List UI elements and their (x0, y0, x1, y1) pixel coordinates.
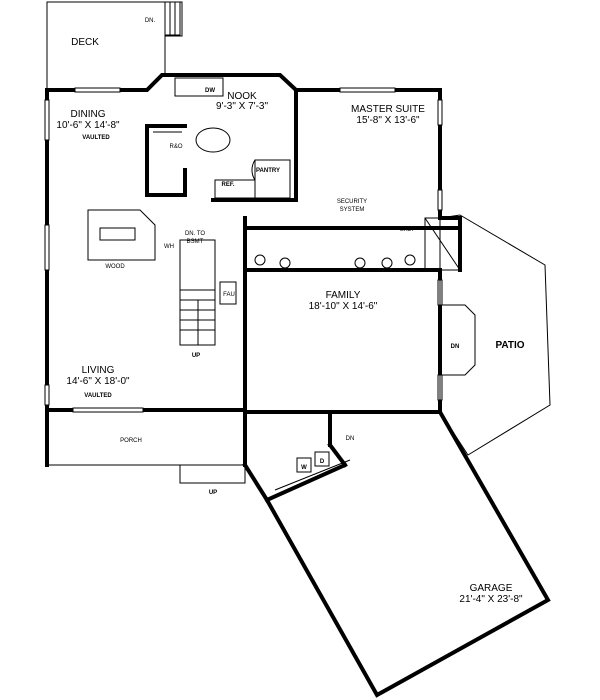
dining-label: DINING (71, 109, 106, 120)
washer-label: W (301, 465, 307, 471)
stair-up-label: UP (192, 353, 200, 359)
deck (46, 1, 183, 90)
range-label: R&O (169, 144, 182, 150)
patio (439, 214, 551, 456)
laundry (274, 451, 351, 491)
dn-bsmt-label-2: BSMT (187, 239, 204, 245)
dining-vaulted: VAULTED (82, 135, 110, 141)
living-vaulted: VAULTED (84, 393, 112, 399)
master-label: MASTER SUITE (351, 104, 425, 115)
nook-size: 9'-3" X 7'-3" (216, 101, 269, 112)
skylight-label: SKLT (400, 227, 415, 233)
stairs (179, 239, 216, 346)
dryer-label: D (320, 459, 325, 465)
wood-label: WOOD (105, 264, 125, 270)
exterior-walls (45, 73, 462, 467)
dn-bsmt-label-1: DN. TO (185, 231, 205, 237)
garage (242, 409, 551, 698)
patio-dn-label: DN (451, 344, 460, 350)
master-size: 15'-8" X 13'-6" (356, 115, 420, 126)
porch-label: PORCH (120, 438, 142, 444)
family-size: 18'-10" X 14'-6" (309, 301, 378, 312)
security-label-2: SYSTEM (340, 207, 365, 213)
pantry-label: PANTRY (256, 168, 280, 174)
living-label: LIVING (82, 365, 115, 376)
dishwasher-label: DW (205, 88, 215, 94)
deck-dn-label: DN. (145, 18, 156, 24)
fau-label: FAU (223, 292, 235, 298)
nook-label: NOOK (227, 91, 257, 102)
garage-label: GARAGE (470, 583, 513, 594)
refrigerator-label: REF. (221, 182, 234, 188)
kitchen (145, 77, 291, 199)
deck-label: DECK (71, 37, 99, 48)
patio-step (439, 304, 476, 376)
bathrooms (219, 217, 461, 305)
patio-label: PATIO (495, 340, 524, 351)
fireplace (87, 209, 156, 261)
family-label: FAMILY (326, 290, 361, 301)
garage-dn-label: DN (346, 436, 355, 442)
security-label-1: SECURITY (337, 199, 367, 205)
water-heater-label: WH (164, 244, 174, 250)
porch-up-label: UP (209, 490, 217, 496)
dining-size: 10'-6" X 14'-8" (56, 120, 120, 131)
windows (44, 87, 443, 413)
porch (47, 464, 246, 484)
living-size: 14'-6" X 18'-0" (66, 376, 130, 387)
garage-size: 21'-4" X 23'-8" (459, 594, 523, 605)
